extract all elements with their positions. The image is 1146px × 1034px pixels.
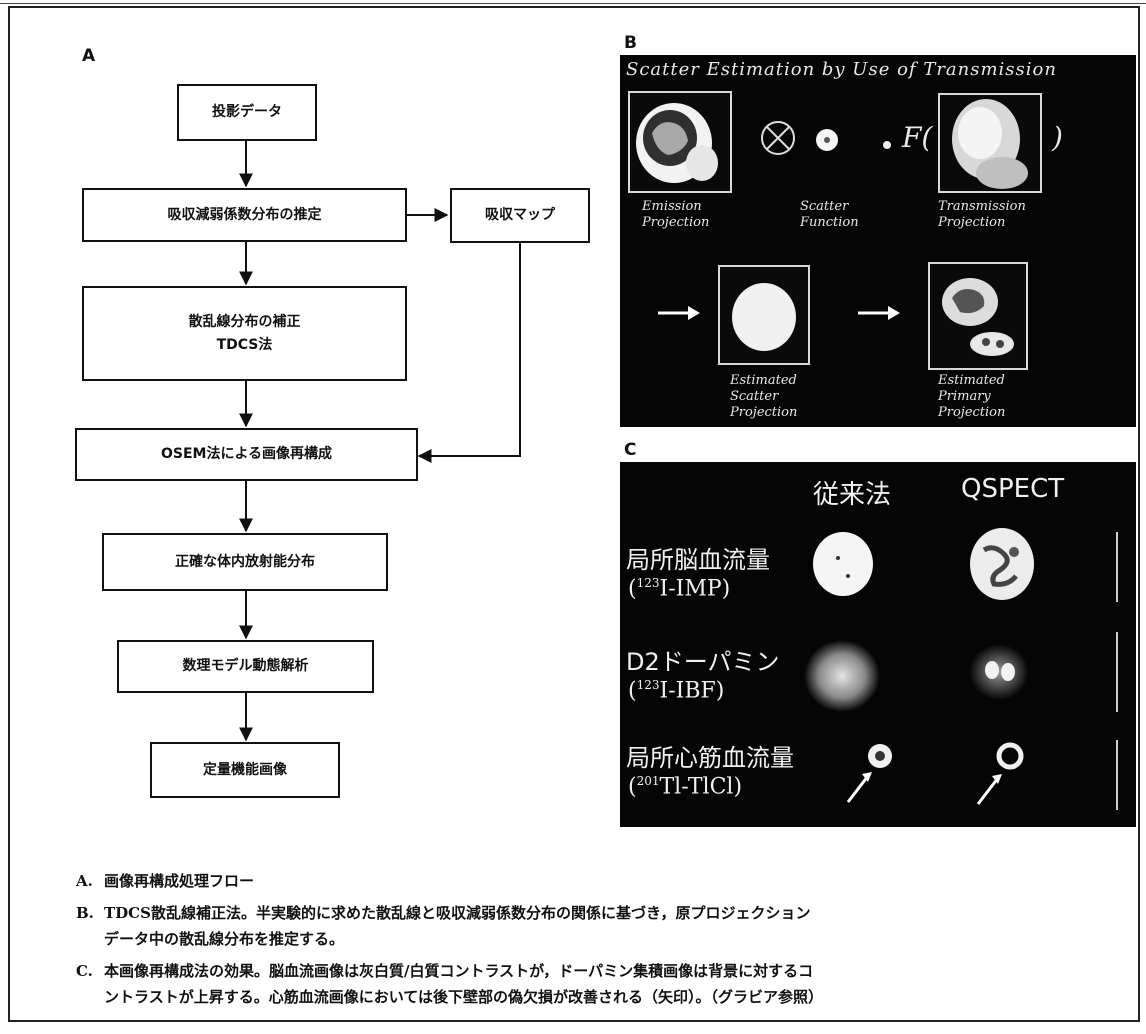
transmission-caption: Transmission Projection <box>938 199 1026 231</box>
panel-b-title: Scatter Estimation by Use of Transmissio… <box>626 59 1057 80</box>
top-rule <box>0 3 1146 4</box>
caption-text: 本画像再構成法の効果。脳血流画像は灰白質/白質コントラストが，ドーパミン集積画像… <box>104 962 814 980</box>
caption-line: Estimated <box>938 373 1005 388</box>
scatter-function-caption: Scatter Function <box>800 199 859 231</box>
figure-frame <box>8 6 1140 1022</box>
caption-line: Scatter <box>730 389 779 404</box>
emission-projection-image <box>628 91 732 193</box>
panel-c-image: 従来法 QSPECT 局所脳血流量 (123I-IMP) D2ドーパミン (12… <box>620 462 1136 827</box>
flow-node-quantitative-image: 定量機能画像 <box>150 742 340 798</box>
isotope-superscript: 123 <box>636 576 660 590</box>
flow-node-label: 吸収減弱係数分布の推定 <box>167 206 322 223</box>
flow-node-label: TDCS法 <box>216 336 273 353</box>
flow-node-label: 数理モデル動態解析 <box>182 658 309 675</box>
scatter-blob-icon <box>732 283 796 351</box>
row-label-cbf: 局所脳血流量 <box>626 546 770 574</box>
panel-b-label: B <box>624 33 637 53</box>
emission-caption: Emission Projection <box>642 199 709 231</box>
caption-label: B. <box>76 904 94 922</box>
flow-node-scatter-correction: 散乱線分布の補正 TDCS法 <box>82 286 407 381</box>
flow-node-label: 投影データ <box>212 104 282 121</box>
panel-b-image: Scatter Estimation by Use of Transmissio… <box>620 55 1136 427</box>
caption-line: Scatter <box>800 199 849 214</box>
panel-a-label: A <box>82 46 96 66</box>
caption-line: Primary <box>938 389 991 404</box>
caption-text: TDCS散乱線補正法。半実験的に求めた散乱線と吸収減弱係数分布の関係に基づき，原… <box>104 904 811 922</box>
caption-label: A. <box>76 872 93 890</box>
tracer-name: Tl-TlCl <box>659 774 734 800</box>
estimated-scatter-image <box>718 265 810 365</box>
caption-line: Projection <box>938 405 1006 420</box>
row-tracer-d2: (123I-IBF) <box>628 678 725 704</box>
column-header-qspect: QSPECT <box>961 474 1065 504</box>
flow-node-label: 散乱線分布の補正 <box>188 314 301 331</box>
caption-text: ントラストが上昇する。心筋血流画像においては後下壁部の偽欠損が改善される（矢印）… <box>104 988 823 1007</box>
caption-text: データ中の散乱線分布を推定する。 <box>104 930 345 949</box>
d2-conventional-image <box>800 632 884 716</box>
isotope-superscript: 201 <box>636 774 660 788</box>
caption-c: C. 本画像再構成法の効果。脳血流画像は灰白質/白質コントラストが，ドーパミン集積… <box>76 958 1096 1011</box>
caption-line: Emission <box>642 199 702 214</box>
flow-node-osem-reconstruction: OSEM法による画像再構成 <box>75 428 418 481</box>
isotope-superscript: 123 <box>636 678 660 692</box>
row-label-mbf: 局所心筋血流量 <box>626 744 794 772</box>
transmission-projection-image <box>938 93 1042 193</box>
caption-a: A. 画像再構成処理フロー <box>76 868 1096 894</box>
mbf-qspect-image <box>972 734 1032 814</box>
caption-line: Function <box>800 215 859 230</box>
estimated-primary-image <box>928 262 1028 370</box>
estimated-scatter-caption: Estimated Scatter Projection <box>730 373 797 421</box>
flow-node-attenuation-estimation: 吸収減弱係数分布の推定 <box>82 188 407 242</box>
mbf-conventional-image <box>840 734 900 814</box>
flow-node-label: 正確な体内放射能分布 <box>175 553 315 570</box>
primary-brain-icon <box>942 278 1014 356</box>
scale-bar <box>1116 532 1118 602</box>
panel-c-label: C <box>624 440 637 460</box>
multiply-dot-icon <box>882 135 892 149</box>
d2-qspect-image <box>964 636 1034 706</box>
flow-node-activity-distribution: 正確な体内放射能分布 <box>102 533 388 591</box>
caption-line: Projection <box>938 215 1006 230</box>
flow-node-attenuation-map: 吸収マップ <box>450 188 590 243</box>
caption-line: Projection <box>642 215 710 230</box>
emission-head-icon <box>636 103 718 183</box>
convolution-symbol-icon <box>758 118 798 158</box>
estimated-primary-caption: Estimated Primary Projection <box>938 373 1005 421</box>
scatter-function-dot-icon <box>812 125 842 155</box>
flow-node-projection-data: 投影データ <box>177 84 317 141</box>
tracer-name: I-IMP <box>659 576 722 602</box>
caption-line: Estimated <box>730 373 797 388</box>
flow-node-kinetic-analysis: 数理モデル動態解析 <box>117 640 374 693</box>
column-header-conventional: 従来法 <box>813 480 892 510</box>
f-symbol-open: F( <box>902 121 933 154</box>
flow-node-label: OSEM法による画像再構成 <box>160 446 333 463</box>
scale-bar <box>1116 632 1118 712</box>
transmission-head-icon <box>952 99 1028 189</box>
caption-line: Transmission <box>938 199 1026 214</box>
caption-label: C. <box>76 962 93 980</box>
row-tracer-cbf: (123I-IMP) <box>628 576 731 602</box>
right-arrow-icon <box>856 303 902 323</box>
caption-b: B. TDCS散乱線補正法。半実験的に求めた散乱線と吸収減弱係数分布の関係に基づき… <box>76 900 1096 953</box>
cbf-qspect-image <box>964 524 1040 604</box>
row-tracer-mbf: (201Tl-TlCl) <box>628 774 743 800</box>
caption-text: 画像再構成処理フロー <box>104 872 255 890</box>
scale-bar <box>1116 740 1118 810</box>
f-symbol-close: ) <box>1052 121 1063 154</box>
right-arrow-icon <box>656 303 702 323</box>
row-label-d2: D2ドーパミン <box>626 648 780 676</box>
caption-line: Projection <box>730 405 798 420</box>
cbf-conventional-image <box>808 528 878 598</box>
flow-node-label: 定量機能画像 <box>203 761 287 778</box>
flow-node-label: 吸収マップ <box>485 207 555 224</box>
tracer-name: I-IBF <box>659 678 716 704</box>
